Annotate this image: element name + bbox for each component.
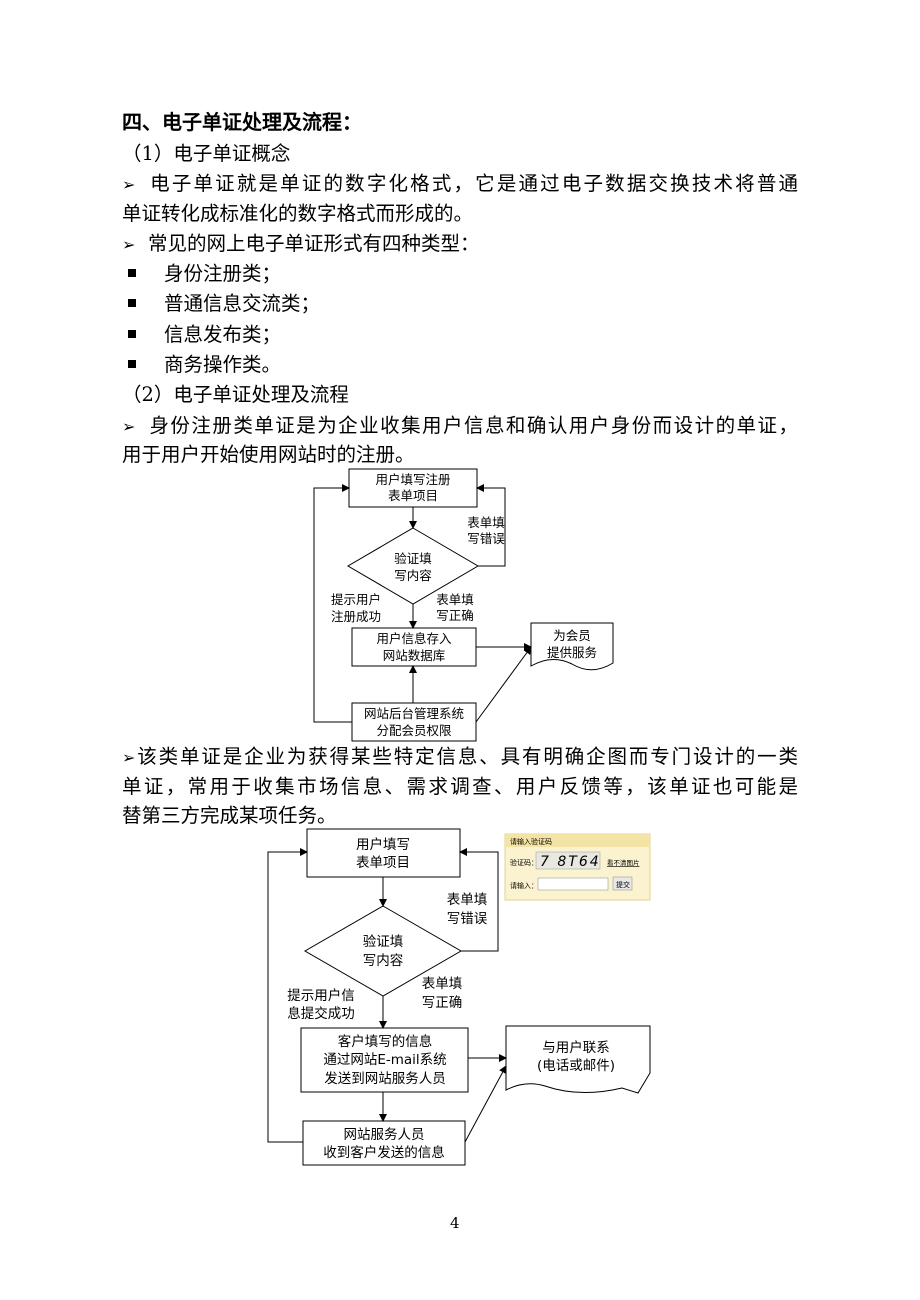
bullet-line-cont: 单证转化成标准化的数字格式而形成的。 [122,202,474,225]
square-bullet-icon [128,330,136,338]
captcha-image [535,851,601,870]
captcha-input[interactable] [537,877,609,891]
flow1-box-save [351,627,477,667]
bullet-line-cont: 用于用户开始使用网站时的注册。 [122,443,415,466]
bullet-line: ➢电子单证就是单证的数字化格式，它是通过电子数据交换技术将普通 [122,169,798,200]
flow2-diamond-validate [303,905,463,997]
arrow-bullet-icon: ➢ [122,417,136,436]
flow2-ok-label: 表单填写正确 [422,976,463,1011]
bullet-line: ➢身份注册类单证是为企业收集用户信息和确认用户身份而设计的单证， [122,411,798,442]
type-item: 身份注册类； [122,259,281,289]
bullet-paragraph: ➢该类单证是企业为获得某些特定信息、具有明确企图而专门设计的一类 [122,742,798,773]
arrow-bullet-icon: ➢ [122,235,136,254]
flow2-box-send [300,1027,469,1093]
type-item: 商务操作类。 [122,350,281,380]
flow1-box-register-text: 用户填写注册表单项目 [375,472,450,503]
square-bullet-icon [128,269,136,277]
flow1-diamond-text: 验证填写内容 [394,551,432,583]
type-item: 普通信息交流类； [122,289,320,319]
flow2-box-fill [306,828,461,878]
flow1-ok-label: 表单填写正确 [436,592,474,623]
type-item: 信息发布类； [122,320,281,350]
bullet-paragraph: ➢电子单证就是单证的数字化格式，它是通过电子数据交换技术将普通 [122,169,798,200]
captcha-input-label: 请输入： [510,881,538,890]
flow1-box-register [348,468,478,508]
flow2-diamond-text: 验证填写内容 [363,934,404,969]
captcha-code: 7 8T64 [540,854,601,870]
arrow-bullet-icon: ➢ [122,175,136,194]
bullet-line: ➢该类单证是企业为获得某些特定信息、具有明确企图而专门设计的一类 [122,745,798,768]
section-heading: 四、电子单证处理及流程： [122,110,362,134]
flow2-box-send-text: 客户填写的信息通过网站E-mail系统发送到网站服务人员 [323,1033,446,1087]
bullet-line-cont: 替第三方完成某项任务。 [122,804,337,827]
flow2-box-fill-text: 用户填写表单项目 [356,836,410,871]
flow1-note-text: 为会员提供服务 [547,628,597,660]
bullet-line-cont: 单证，常用于收集市场信息、需求调查、用户反馈等，该单证也可能是 [122,775,798,798]
flow2-success-label: 提示用户信息提交成功 [287,987,355,1022]
square-bullet-icon [128,360,136,368]
flow2-note-contact [505,1025,651,1094]
flow2-error-label: 表单填写错误 [447,892,488,927]
flow1-note-serve [530,622,614,671]
flow1-diamond-validate [347,527,479,605]
flow1-box-admin [351,702,477,742]
subsection-title: （2）电子单证处理及流程 [122,383,349,406]
captcha-submit-label: 提交 [616,880,630,889]
flow1-success-label: 提示用户注册成功 [331,592,381,624]
captcha-title: 请输入验证码 [510,837,552,846]
flow1-box-admin-text: 网站后台管理系统分配会员权限 [364,706,464,738]
flow2-note-text: 与用户联系(电话或邮件) [537,1039,615,1074]
captcha-code-label: 验证码： [510,858,538,867]
flow1-box-save-text: 用户信息存入网站数据库 [376,631,452,663]
page-number: 4 [450,1214,460,1232]
flow2-box-receive-text: 网站服务人员收到客户发送的信息 [323,1127,445,1161]
subsection-title: （1）电子单证概念 [122,142,291,165]
arrow-bullet-icon: ➢ [122,748,136,767]
captcha-submit-button[interactable] [612,876,633,891]
bullet-paragraph: ➢身份注册类单证是为企业收集用户信息和确认用户身份而设计的单证， [122,411,798,442]
captcha-refresh-link[interactable]: 看不清图片 [607,858,640,867]
square-bullet-icon [128,299,136,307]
flow1-error-label: 表单填写错误 [467,515,505,546]
flow2-box-receive [302,1120,466,1166]
captcha-widget: 请输入验证码 验证码： 7 8T64 看不清图片 请输入： 提交 [504,833,651,901]
bullet-paragraph: ➢常见的网上电子单证形式有四种类型： [122,229,480,260]
